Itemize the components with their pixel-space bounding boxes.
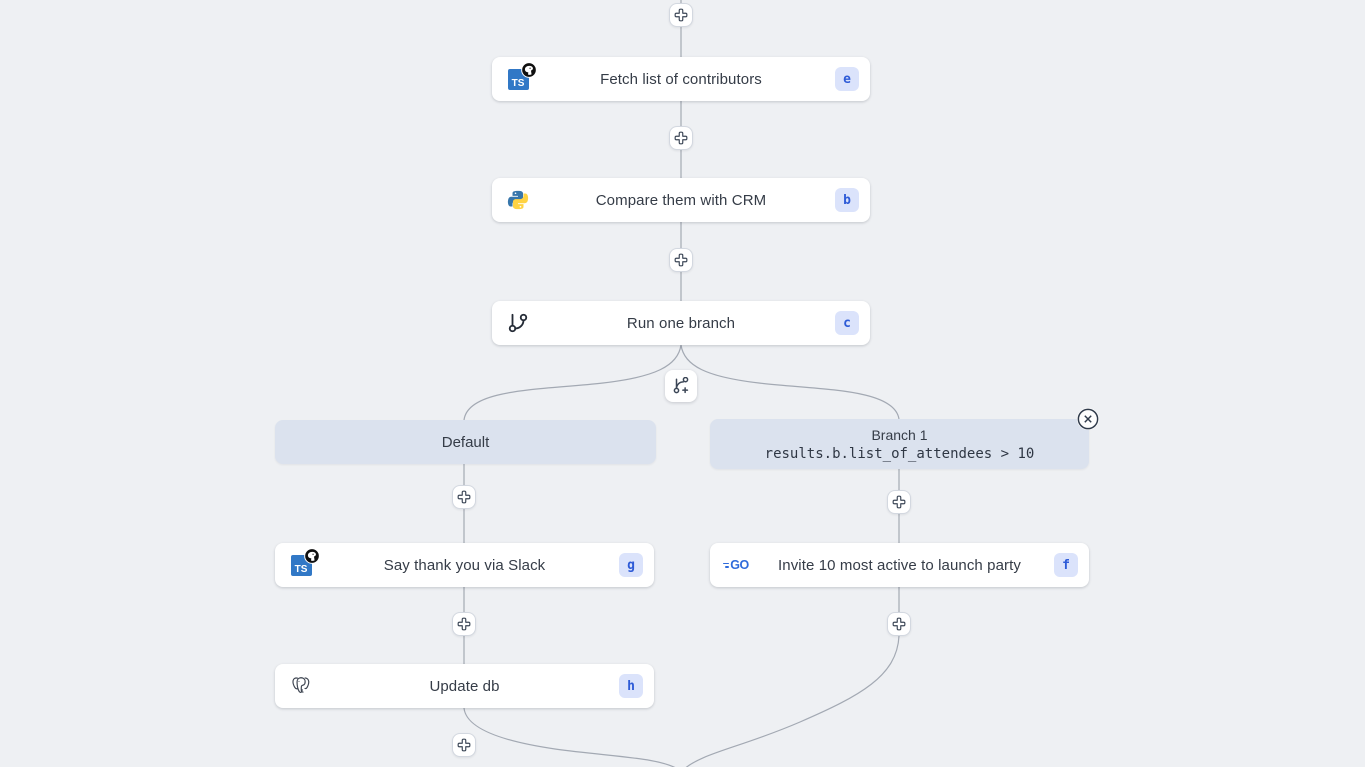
flow-step-node-fetch[interactable]: TS Fetch list of contributors e — [492, 57, 870, 101]
git-branch-plus-icon — [673, 377, 689, 394]
insert-step-button[interactable] — [452, 485, 476, 509]
edge — [685, 635, 900, 767]
branch-default-label: Default — [441, 433, 490, 451]
remove-branch-button[interactable] — [1077, 408, 1099, 430]
go-icon-label: GO — [730, 558, 749, 572]
plus-icon — [457, 738, 471, 752]
step-title: Say thank you via Slack — [383, 556, 546, 574]
typescript-icon: TS — [506, 61, 537, 91]
insert-step-button[interactable] — [669, 248, 693, 272]
plus-icon — [892, 617, 906, 631]
flow-step-node-update-db[interactable]: Update db h — [275, 664, 654, 708]
go-icon-dashes — [723, 562, 730, 568]
edge — [463, 707, 676, 767]
step-id-badge: c — [835, 311, 859, 335]
flow-step-node-invite[interactable]: GO Invite 10 most active to launch party… — [710, 543, 1089, 587]
add-branch-button[interactable] — [665, 370, 697, 402]
branch-1-header[interactable]: Branch 1 results.b.list_of_attendees > 1… — [710, 419, 1089, 469]
step-title: Invite 10 most active to launch party — [778, 556, 1021, 574]
flow-step-node-run-one-branch[interactable]: Run one branch c — [492, 301, 870, 345]
step-title: Update db — [429, 677, 500, 695]
close-icon — [1077, 408, 1099, 430]
step-id-badge: g — [619, 553, 643, 577]
step-title: Fetch list of contributors — [600, 70, 762, 88]
plus-icon — [674, 8, 688, 22]
insert-step-button[interactable] — [452, 733, 476, 757]
flow-step-node-slack[interactable]: TS Say thank you via Slack g — [275, 543, 654, 587]
plus-icon — [674, 131, 688, 145]
deno-icon — [520, 61, 537, 78]
insert-step-button[interactable] — [669, 3, 693, 27]
step-title: Compare them with CRM — [595, 191, 767, 209]
step-title: Run one branch — [626, 314, 736, 332]
step-id-badge: f — [1054, 553, 1078, 577]
flow-step-node-compare[interactable]: Compare them with CRM b — [492, 178, 870, 222]
insert-step-button[interactable] — [887, 612, 911, 636]
postgresql-icon — [289, 674, 313, 698]
go-icon: GO — [723, 553, 749, 577]
python-icon — [506, 188, 530, 212]
typescript-icon: TS — [289, 547, 320, 577]
plus-icon — [457, 490, 471, 504]
insert-step-button[interactable] — [887, 490, 911, 514]
branch-1-condition: results.b.list_of_attendees > 10 — [764, 445, 1035, 462]
plus-icon — [457, 617, 471, 631]
deno-icon — [303, 547, 320, 564]
edge — [680, 344, 900, 420]
plus-icon — [674, 253, 688, 267]
step-id-badge: h — [619, 674, 643, 698]
branch-default-header[interactable]: Default — [275, 420, 656, 464]
typescript-icon-label: TS — [511, 77, 525, 89]
git-branch-icon — [506, 311, 530, 335]
plus-icon — [892, 495, 906, 509]
typescript-icon-label: TS — [294, 563, 308, 575]
insert-step-button[interactable] — [669, 126, 693, 150]
branch-1-label: Branch 1 — [871, 426, 928, 443]
step-id-badge: e — [835, 67, 859, 91]
edge — [463, 344, 682, 421]
insert-step-button[interactable] — [452, 612, 476, 636]
step-id-badge: b — [835, 188, 859, 212]
